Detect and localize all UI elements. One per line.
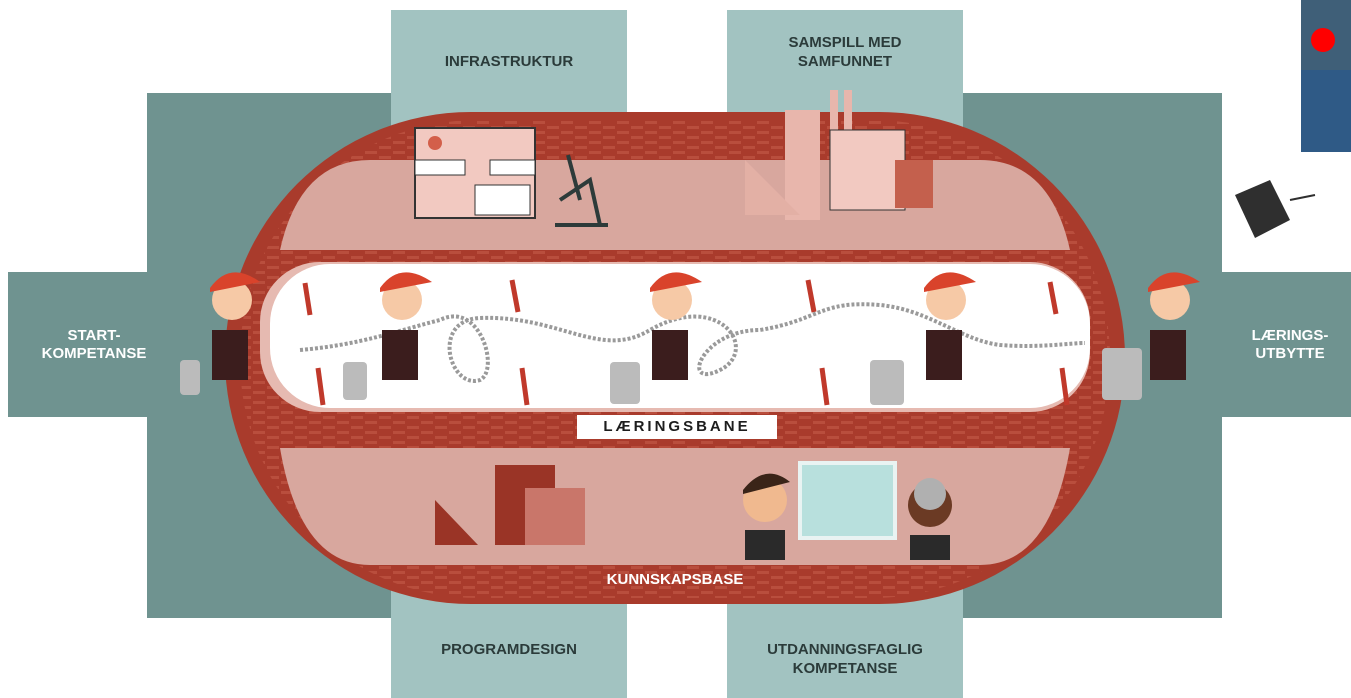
start-panel <box>8 272 178 417</box>
student-icon <box>870 272 976 405</box>
teacher-icon <box>908 478 952 560</box>
outcome-panel <box>1222 272 1351 417</box>
microscope-icon <box>555 154 608 227</box>
map-water <box>1301 70 1351 152</box>
teaching-competence-label: UTDANNINGSFAGLIG KOMPETANSE <box>767 641 923 677</box>
suitcase-icon <box>870 360 904 405</box>
upper-field <box>280 160 1070 250</box>
lane-markers <box>302 279 1070 406</box>
blackboard-icon <box>798 461 897 540</box>
graduation-cap-icon <box>1235 180 1316 238</box>
society-label: SAMSPILL MED SAMFUNNET <box>788 34 902 70</box>
infrastructure-tab <box>391 10 627 130</box>
program-design-label: PROGRAMDESIGN <box>441 641 577 658</box>
learning-outcome-label: LÆRINGS- UTBYTTE <box>1251 327 1329 362</box>
map-thumbnail[interactable] <box>1301 0 1351 152</box>
building-icon <box>414 127 536 219</box>
start-competence-label: START- KOMPETANSE <box>41 327 147 362</box>
student-icon <box>343 272 432 400</box>
suitcase-icon <box>343 362 367 400</box>
student-icon <box>1102 272 1200 400</box>
rope <box>299 302 1086 383</box>
suitcase-icon <box>180 360 200 395</box>
location-dot <box>1311 28 1335 52</box>
teacher-icon <box>743 473 790 560</box>
factory-icon <box>745 90 933 220</box>
knowledge-base-label: KUNNSKAPSBASE <box>606 571 744 588</box>
suitcase-icon <box>1102 348 1142 400</box>
student-icon <box>180 272 260 395</box>
blocks-icon <box>435 465 585 545</box>
infrastructure-label: INFRASTRUKTUR <box>444 53 574 70</box>
student-icon <box>610 272 702 404</box>
suitcase-icon <box>610 362 640 404</box>
learning-track-label: LÆRINGSBANE <box>577 415 777 439</box>
